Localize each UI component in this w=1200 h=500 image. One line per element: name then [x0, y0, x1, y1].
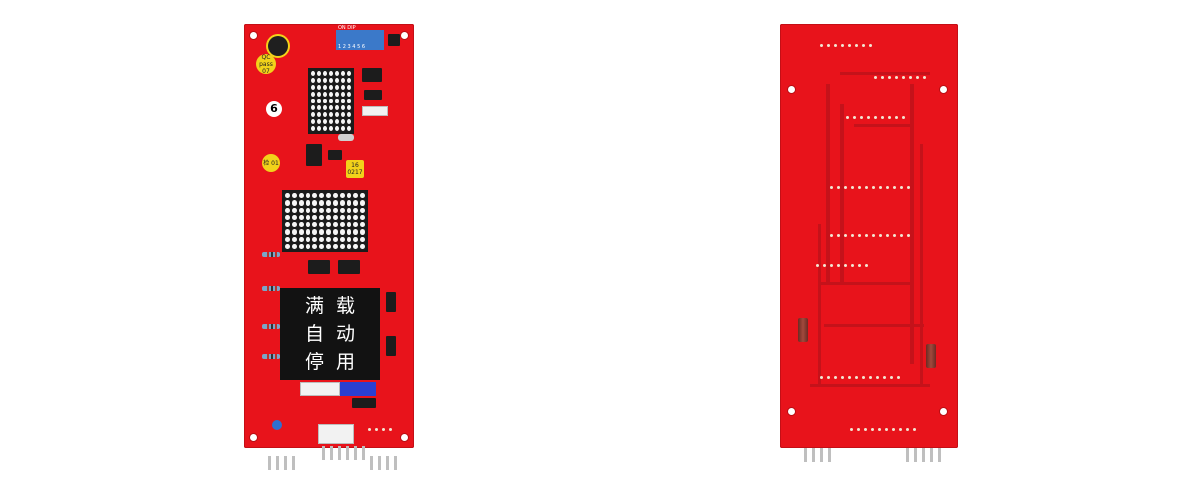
- solder-pads: [850, 428, 916, 431]
- qc-sticker: QC pass 07: [256, 54, 276, 75]
- copper-trace: [820, 282, 914, 285]
- connector: [362, 106, 388, 116]
- solder-pads: [816, 264, 868, 267]
- resistor: [262, 324, 280, 329]
- resistor: [262, 252, 280, 257]
- large-led-matrix: [282, 190, 368, 252]
- ic-chip: [338, 260, 360, 274]
- mounting-hole: [401, 32, 408, 39]
- copper-trace: [826, 84, 830, 284]
- ic-chip: [362, 68, 382, 82]
- ic-chip: [388, 34, 400, 46]
- blue-connector: [340, 382, 376, 396]
- copper-trace: [840, 72, 930, 75]
- buzzer: [268, 36, 288, 56]
- lcd-line-full-load: 满载: [304, 295, 367, 317]
- mounting-hole: [788, 408, 795, 415]
- pcb-back-board: [780, 24, 958, 448]
- mounting-hole: [940, 408, 947, 415]
- pin-header: [368, 428, 392, 431]
- bottom-connector: [318, 424, 354, 444]
- solder-pads: [874, 76, 926, 79]
- small-led-matrix: [308, 68, 354, 134]
- dip-switch-label: ON DIP: [338, 25, 356, 31]
- connector-pins: [804, 448, 831, 462]
- copper-trace: [824, 324, 924, 327]
- connector-pins: [268, 456, 295, 470]
- ic-chip: [306, 144, 322, 166]
- mounting-hole: [250, 32, 257, 39]
- ceramic-capacitor: [272, 420, 282, 430]
- mounting-hole: [250, 434, 257, 441]
- copper-trace: [920, 144, 923, 384]
- mounting-hole: [940, 86, 947, 93]
- electrolytic-capacitor: [926, 344, 936, 368]
- crystal-oscillator: [338, 134, 354, 141]
- electrolytic-capacitor: [798, 318, 808, 342]
- white-connector: [300, 382, 340, 396]
- connector-pins: [906, 448, 941, 462]
- solder-pads: [830, 186, 910, 189]
- resistor: [262, 354, 280, 359]
- ic-chip: [308, 260, 330, 274]
- dip-switch[interactable]: [336, 30, 384, 50]
- ic-chip: [364, 90, 382, 100]
- connector-pins: [370, 456, 397, 470]
- inspection-sticker: 检 01: [262, 154, 280, 172]
- solder-pads: [830, 234, 910, 237]
- lcd-line-automatic: 自动: [304, 323, 367, 345]
- copper-trace: [854, 124, 914, 127]
- resistor: [262, 286, 280, 291]
- solder-pads: [820, 44, 872, 47]
- dip-switch-numbers: 1 2 3 4 5 6: [338, 44, 366, 50]
- lcd-display: 满载 自动 停用: [280, 288, 380, 380]
- lcd-line-disabled: 停用: [304, 351, 367, 373]
- ic-chip: [386, 336, 396, 356]
- solder-pads: [820, 376, 900, 379]
- connector-pins: [322, 446, 365, 460]
- floor-number-badge: 6: [266, 101, 282, 117]
- copper-trace: [818, 224, 821, 384]
- ic-chip: [352, 398, 376, 408]
- ic-chip: [328, 150, 342, 160]
- copper-trace: [840, 104, 844, 284]
- ic-chip: [386, 292, 396, 312]
- mounting-hole: [788, 86, 795, 93]
- date-sticker: 16 0217: [346, 160, 364, 178]
- copper-trace: [810, 384, 930, 387]
- copper-trace: [910, 84, 914, 364]
- mounting-hole: [401, 434, 408, 441]
- pcb-front-board: ON DIP 1 2 3 4 5 6 QC pass 07 6 检 01 16 …: [244, 24, 414, 448]
- solder-pads: [846, 116, 905, 119]
